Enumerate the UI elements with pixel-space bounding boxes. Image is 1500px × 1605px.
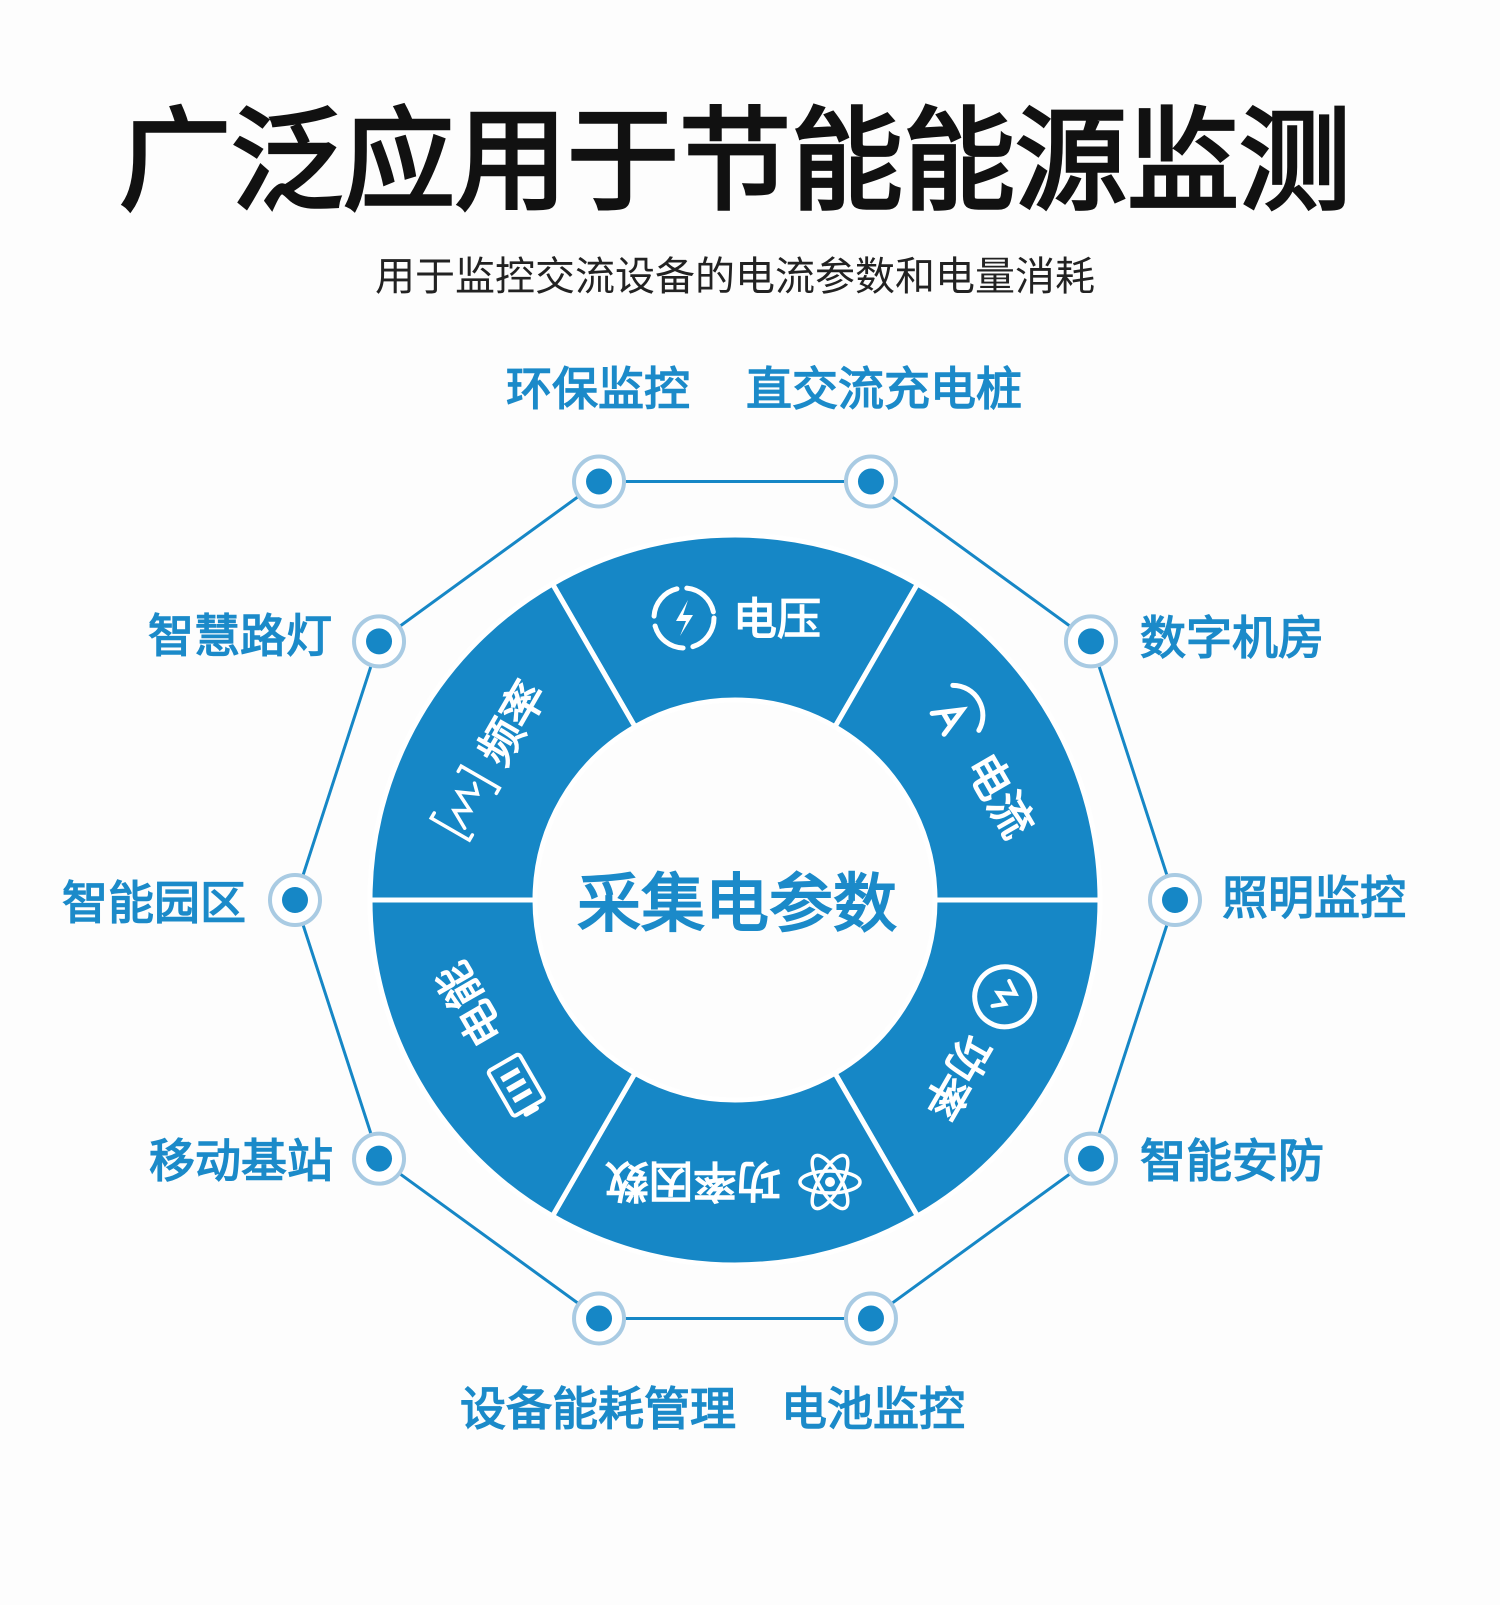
app-label-smart-park: 智能园区 bbox=[62, 876, 246, 930]
node-dot bbox=[366, 628, 393, 655]
application-node bbox=[1063, 1131, 1118, 1186]
segment-power-factor bbox=[549, 1069, 921, 1268]
node-dot bbox=[586, 1305, 613, 1332]
application-node bbox=[843, 454, 898, 509]
node-dot bbox=[857, 468, 884, 495]
application-node bbox=[268, 873, 322, 927]
app-label-security: 智能安防 bbox=[1140, 1134, 1324, 1188]
app-label-environmental: 环保监控 bbox=[506, 362, 690, 416]
center-label: 采集电参数 bbox=[577, 868, 897, 942]
segment-current bbox=[831, 580, 1103, 903]
power-wave-icon bbox=[972, 964, 1038, 1030]
page-subtitle: 用于监控交流设备的电流参数和电量消耗 bbox=[375, 254, 1095, 300]
application-node bbox=[572, 454, 627, 509]
node-dot bbox=[282, 887, 308, 913]
battery-icon bbox=[486, 1052, 546, 1118]
segment-voltage bbox=[549, 532, 921, 731]
ammeter-icon bbox=[929, 682, 986, 737]
app-label-equipment-energy: 设备能耗管理 bbox=[460, 1382, 736, 1436]
application-node bbox=[1148, 873, 1202, 927]
app-label-lighting: 照明监控 bbox=[1222, 871, 1406, 925]
frequency-chart-icon bbox=[428, 763, 502, 843]
segment-label-power-factor: 功率因数 bbox=[605, 1155, 781, 1206]
segment-content-power-factor: 功率因数 bbox=[605, 1153, 862, 1211]
application-node bbox=[352, 1131, 407, 1186]
page-title: 广泛应用于节能能源监测 bbox=[119, 97, 1351, 227]
application-node bbox=[1063, 614, 1118, 669]
node-dot bbox=[1077, 1145, 1104, 1172]
segment-label-voltage: 电压 bbox=[733, 594, 821, 645]
app-label-data-center: 数字机房 bbox=[1140, 611, 1324, 665]
app-label-battery: 电池监控 bbox=[781, 1382, 965, 1436]
lightning-icon bbox=[651, 585, 717, 651]
node-dot bbox=[1077, 628, 1104, 655]
app-label-base-station: 移动基站 bbox=[149, 1134, 333, 1188]
segment-content-voltage: 电压 bbox=[651, 585, 821, 651]
app-label-street-light: 智慧路灯 bbox=[148, 609, 332, 663]
application-node bbox=[572, 1291, 627, 1346]
segment-power bbox=[831, 897, 1103, 1220]
node-dot bbox=[586, 468, 613, 495]
application-node bbox=[843, 1291, 898, 1346]
node-dot bbox=[366, 1145, 393, 1172]
application-node bbox=[352, 614, 407, 669]
atom-icon bbox=[798, 1153, 862, 1211]
node-dot bbox=[857, 1305, 884, 1332]
node-dot bbox=[1162, 887, 1188, 913]
segment-energy bbox=[367, 897, 639, 1220]
app-label-charging-pile: 直交流充电桩 bbox=[746, 362, 1022, 416]
